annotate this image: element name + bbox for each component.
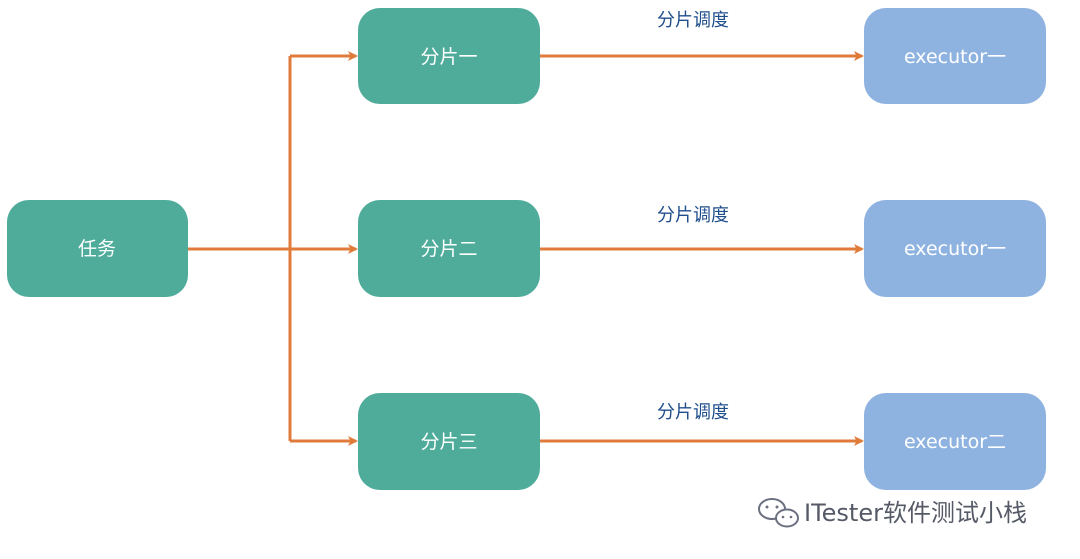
executor-node-1: executor一: [864, 8, 1046, 104]
edge-label-dispatch-2: 分片调度: [657, 205, 729, 226]
shard-node-2: 分片二: [358, 200, 540, 297]
shard-node-3-label: 分片三: [420, 431, 477, 453]
executor-node-1-label: executor一: [904, 46, 1006, 68]
watermark: ITester软件测试小栈: [758, 498, 1027, 528]
shard-node-1-label: 分片一: [420, 46, 477, 68]
executor-node-3-label: executor二: [904, 431, 1006, 453]
edge-label-dispatch-1: 分片调度: [657, 10, 729, 31]
task-node-label: 任务: [78, 238, 116, 260]
task-node: 任务: [7, 200, 188, 297]
wechat-icon: [758, 498, 799, 528]
edge-label-dispatch-3: 分片调度: [657, 402, 729, 423]
executor-node-2: executor一: [864, 200, 1046, 297]
executor-node-3: executor二: [864, 393, 1046, 490]
shard-node-1: 分片一: [358, 8, 540, 104]
watermark-text: ITester软件测试小栈: [804, 499, 1027, 527]
connectors: [188, 51, 864, 446]
shard-node-2-label: 分片二: [420, 238, 477, 260]
shard-node-3: 分片三: [358, 393, 540, 490]
executor-node-2-label: executor一: [904, 238, 1006, 260]
